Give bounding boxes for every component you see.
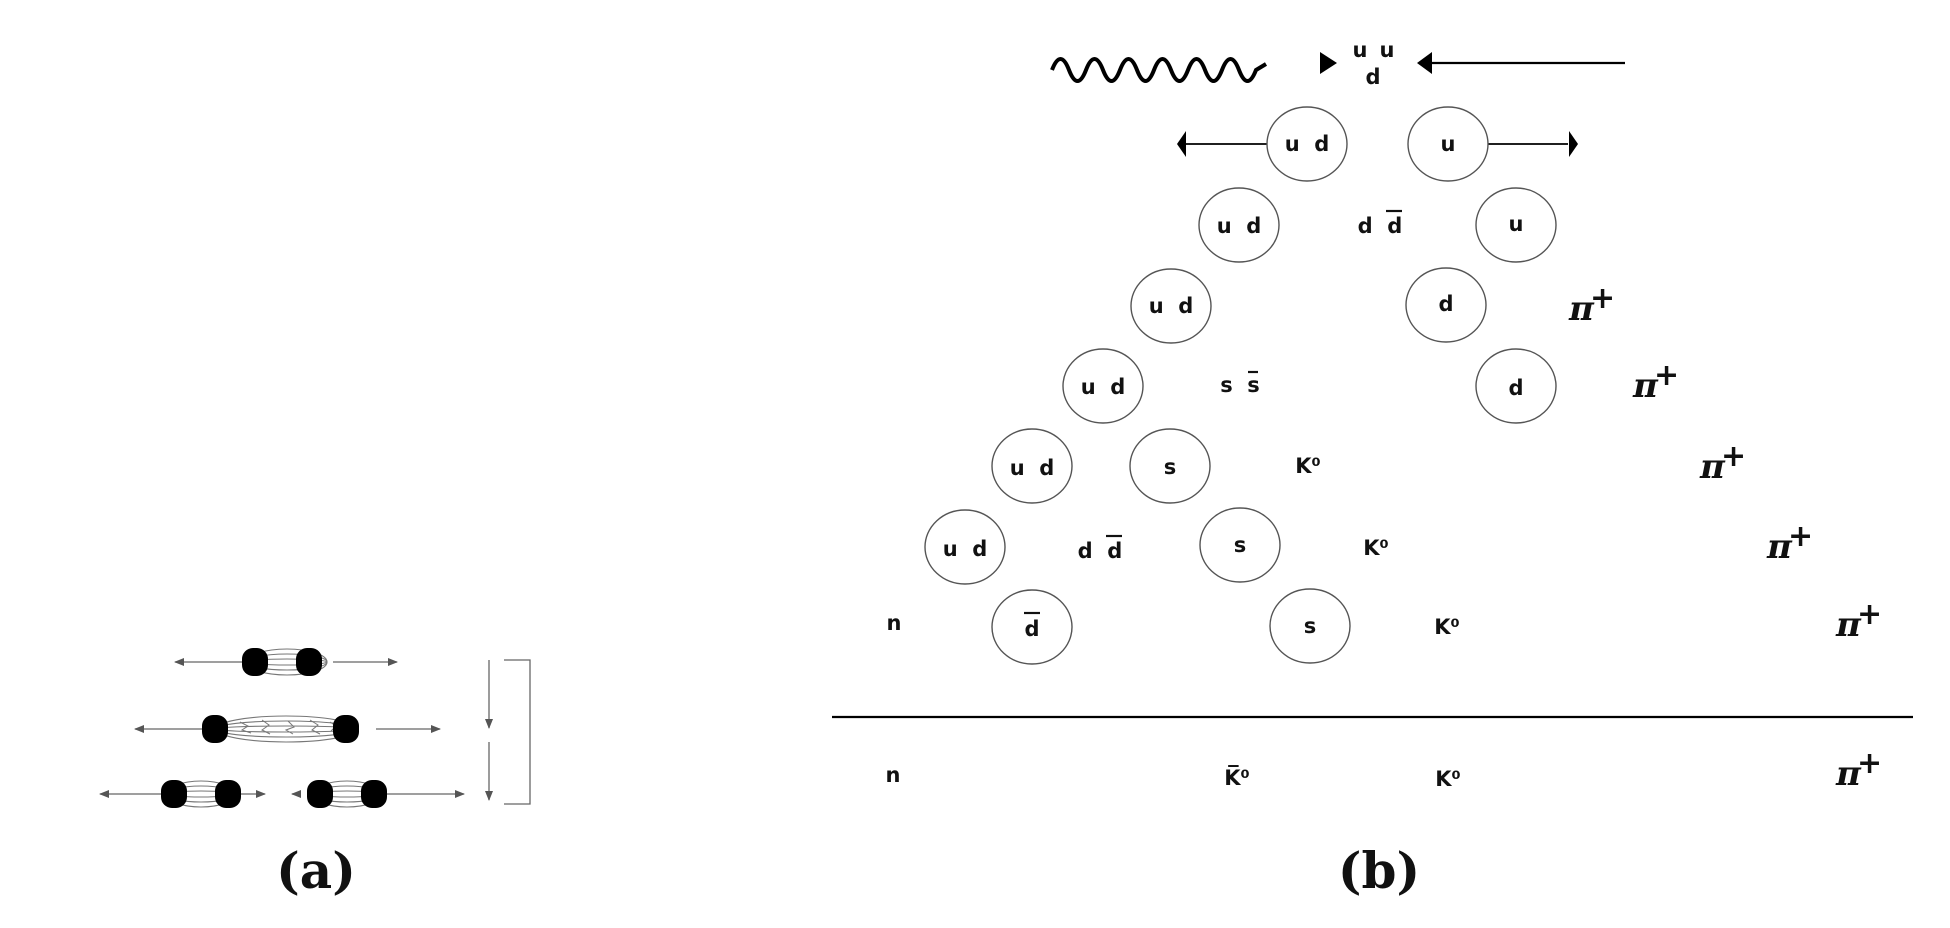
- pion-charge: +: [1857, 746, 1882, 781]
- quark-blob: [333, 715, 359, 743]
- bubble-ud-5: u d: [991, 428, 1073, 504]
- photon-wavy-line: [1050, 57, 1268, 83]
- quark-blob: [202, 715, 228, 743]
- diquark-recoil-arrowhead: [1177, 131, 1186, 157]
- string-row-3: [99, 780, 465, 808]
- bubble-label: s: [1164, 455, 1177, 479]
- pion-symbol: π: [1835, 754, 1862, 794]
- bubble-label: u d: [1217, 214, 1262, 238]
- string-row-1: [174, 648, 398, 676]
- pion-symbol: π: [1835, 605, 1862, 645]
- pair-label: d d: [1078, 539, 1123, 563]
- quark-recoil-arrowhead: [1569, 131, 1578, 157]
- pion-charge: +: [1788, 519, 1813, 554]
- target-quark-u1: u: [1353, 38, 1368, 62]
- bubble-label: u d: [943, 537, 988, 561]
- pair-s-sbar: s s: [1220, 370, 1260, 397]
- bubble-label: d: [1508, 376, 1523, 400]
- final-n: n: [886, 763, 901, 787]
- panel-a: (a): [99, 648, 531, 900]
- hadron-k0-1: K⁰: [1295, 454, 1320, 478]
- pion-upper-5: π +: [1835, 597, 1882, 645]
- quark-blob: [296, 648, 322, 676]
- bubble-label: u: [1441, 132, 1456, 156]
- quark-blob: [161, 780, 187, 808]
- pair-label: s s: [1220, 373, 1260, 397]
- time-bracket: [485, 659, 531, 805]
- bubble-u-2: u: [1475, 187, 1557, 263]
- final-k0bar: K̅⁰: [1224, 765, 1249, 790]
- hadron-n-upper: n: [887, 611, 902, 635]
- pion-charge: +: [1721, 439, 1746, 474]
- pion-symbol: π: [1766, 527, 1793, 567]
- bubble-label: d: [1024, 617, 1039, 641]
- bubble-s-3: s: [1269, 588, 1351, 664]
- bubble-u-1: u: [1407, 106, 1489, 182]
- bubble-ud-6: u d: [924, 509, 1006, 585]
- pion-charge: +: [1654, 358, 1679, 393]
- caption-b: (b): [1338, 841, 1420, 900]
- panel-b: u u d u d u u d u u d: [832, 38, 1913, 900]
- caption-a: (a): [276, 841, 356, 900]
- quark-blob: [307, 780, 333, 808]
- bubble-label: u: [1509, 212, 1524, 236]
- pion-symbol: π: [1699, 447, 1726, 487]
- bubble-label: s: [1234, 533, 1247, 557]
- pair-d-dbar-1: d d: [1358, 209, 1403, 238]
- string-row-2: [134, 715, 441, 743]
- bubble-label: s: [1304, 614, 1317, 638]
- bubble-s-2: s: [1199, 507, 1281, 583]
- pion-symbol: π: [1568, 289, 1595, 329]
- pion-charge: +: [1857, 597, 1882, 632]
- pion-charge: +: [1590, 281, 1615, 316]
- bubble-label: u d: [1010, 456, 1055, 480]
- target-quark-u2: u: [1380, 38, 1395, 62]
- quark-blob: [242, 648, 268, 676]
- final-pion: π +: [1835, 746, 1882, 794]
- pion-upper-2: π +: [1632, 358, 1679, 406]
- hadron-k0-2: K⁰: [1363, 536, 1388, 560]
- bubble-label: u d: [1081, 375, 1126, 399]
- pair-d-dbar-2: d d: [1078, 534, 1123, 563]
- bubble-d-1: d: [1405, 267, 1487, 343]
- bubble-label: u d: [1149, 294, 1194, 318]
- final-k0: K⁰: [1435, 767, 1460, 791]
- pair-label: d d: [1358, 214, 1403, 238]
- bubble-label: d: [1438, 292, 1453, 316]
- quark-blob: [361, 780, 387, 808]
- bubble-label: u d: [1285, 132, 1330, 156]
- pion-upper-1: π +: [1568, 281, 1615, 329]
- pion-upper-4: π +: [1766, 519, 1813, 567]
- pion-symbol: π: [1632, 366, 1659, 406]
- bubble-ud-4: u d: [1062, 348, 1144, 424]
- bubble-ud-2: u d: [1198, 187, 1280, 263]
- target-arrowhead: [1417, 52, 1432, 74]
- bubble-ud-3: u d: [1130, 268, 1212, 344]
- bubble-ud-1: u d: [1266, 106, 1348, 182]
- target-quark-d: d: [1365, 65, 1380, 89]
- pion-upper-3: π +: [1699, 439, 1746, 487]
- bubble-s-1: s: [1129, 428, 1211, 504]
- hadron-k0-3: K⁰: [1434, 615, 1459, 639]
- bubble-d-2: d: [1475, 348, 1557, 424]
- bubble-dbar: d: [991, 589, 1073, 665]
- photon-arrowhead: [1320, 52, 1337, 74]
- quark-blob: [215, 780, 241, 808]
